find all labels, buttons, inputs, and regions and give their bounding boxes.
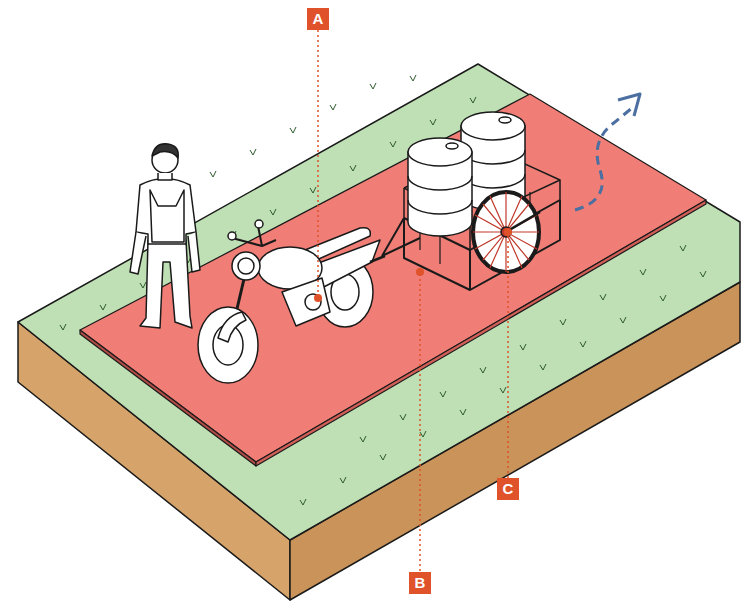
barrels-part xyxy=(461,112,525,140)
person-part xyxy=(150,190,184,242)
barrels-part xyxy=(446,143,458,149)
road xyxy=(80,94,706,466)
callout-boxes-part xyxy=(307,8,329,30)
person-part xyxy=(140,240,192,328)
grass-tufts xyxy=(60,75,706,505)
callout-boxes xyxy=(307,8,519,594)
trailer-wheel-part xyxy=(473,192,539,272)
callout-boxes-part xyxy=(409,572,431,594)
person-part xyxy=(136,179,196,245)
trailer xyxy=(382,148,560,290)
person-part xyxy=(152,144,178,158)
ground-slab xyxy=(18,64,740,600)
trailer-wheel-part xyxy=(506,212,540,232)
barrels-part xyxy=(408,138,472,166)
motorcycle-part xyxy=(218,312,246,342)
motorcycle-part xyxy=(238,258,254,274)
trailer-wheel xyxy=(473,192,540,272)
person-part xyxy=(158,173,172,180)
motorcycle-part xyxy=(282,278,330,326)
callout-dots xyxy=(314,228,512,302)
trailer-wheel-part xyxy=(473,192,539,272)
motorcycle-part xyxy=(232,252,260,280)
ground-slab-part xyxy=(18,64,740,540)
barrels-part xyxy=(499,117,511,123)
callout-dots-part xyxy=(504,228,512,236)
motorcycle xyxy=(198,220,385,383)
motorcycle-part xyxy=(255,220,263,228)
leader-lines-part xyxy=(507,232,509,478)
trailer-wheel-part xyxy=(501,227,511,237)
flow-arrow-part xyxy=(575,108,632,210)
person xyxy=(130,144,200,328)
leader-lines-part xyxy=(419,272,421,571)
barrels-part xyxy=(408,176,472,214)
callout-letter: B xyxy=(409,572,431,594)
callout-dots-part xyxy=(416,268,424,276)
person-part xyxy=(130,232,146,274)
motorcycle-part xyxy=(228,232,236,240)
callout-dots-part xyxy=(314,294,322,302)
leader-lines xyxy=(318,30,508,571)
flow-arrow-part xyxy=(618,94,640,116)
motorcycle-part xyxy=(232,226,276,246)
flow-arrow xyxy=(575,94,640,210)
motorcycle-part xyxy=(305,294,321,310)
person-part xyxy=(188,232,200,272)
motorcycle-part xyxy=(198,307,258,383)
motorcycle-part xyxy=(370,256,385,262)
road-part xyxy=(80,94,706,462)
callout-letter: C xyxy=(497,478,519,500)
callout-letter: A xyxy=(307,8,329,30)
callout-boxes-part xyxy=(497,478,519,500)
leader-lines-part xyxy=(317,30,319,298)
